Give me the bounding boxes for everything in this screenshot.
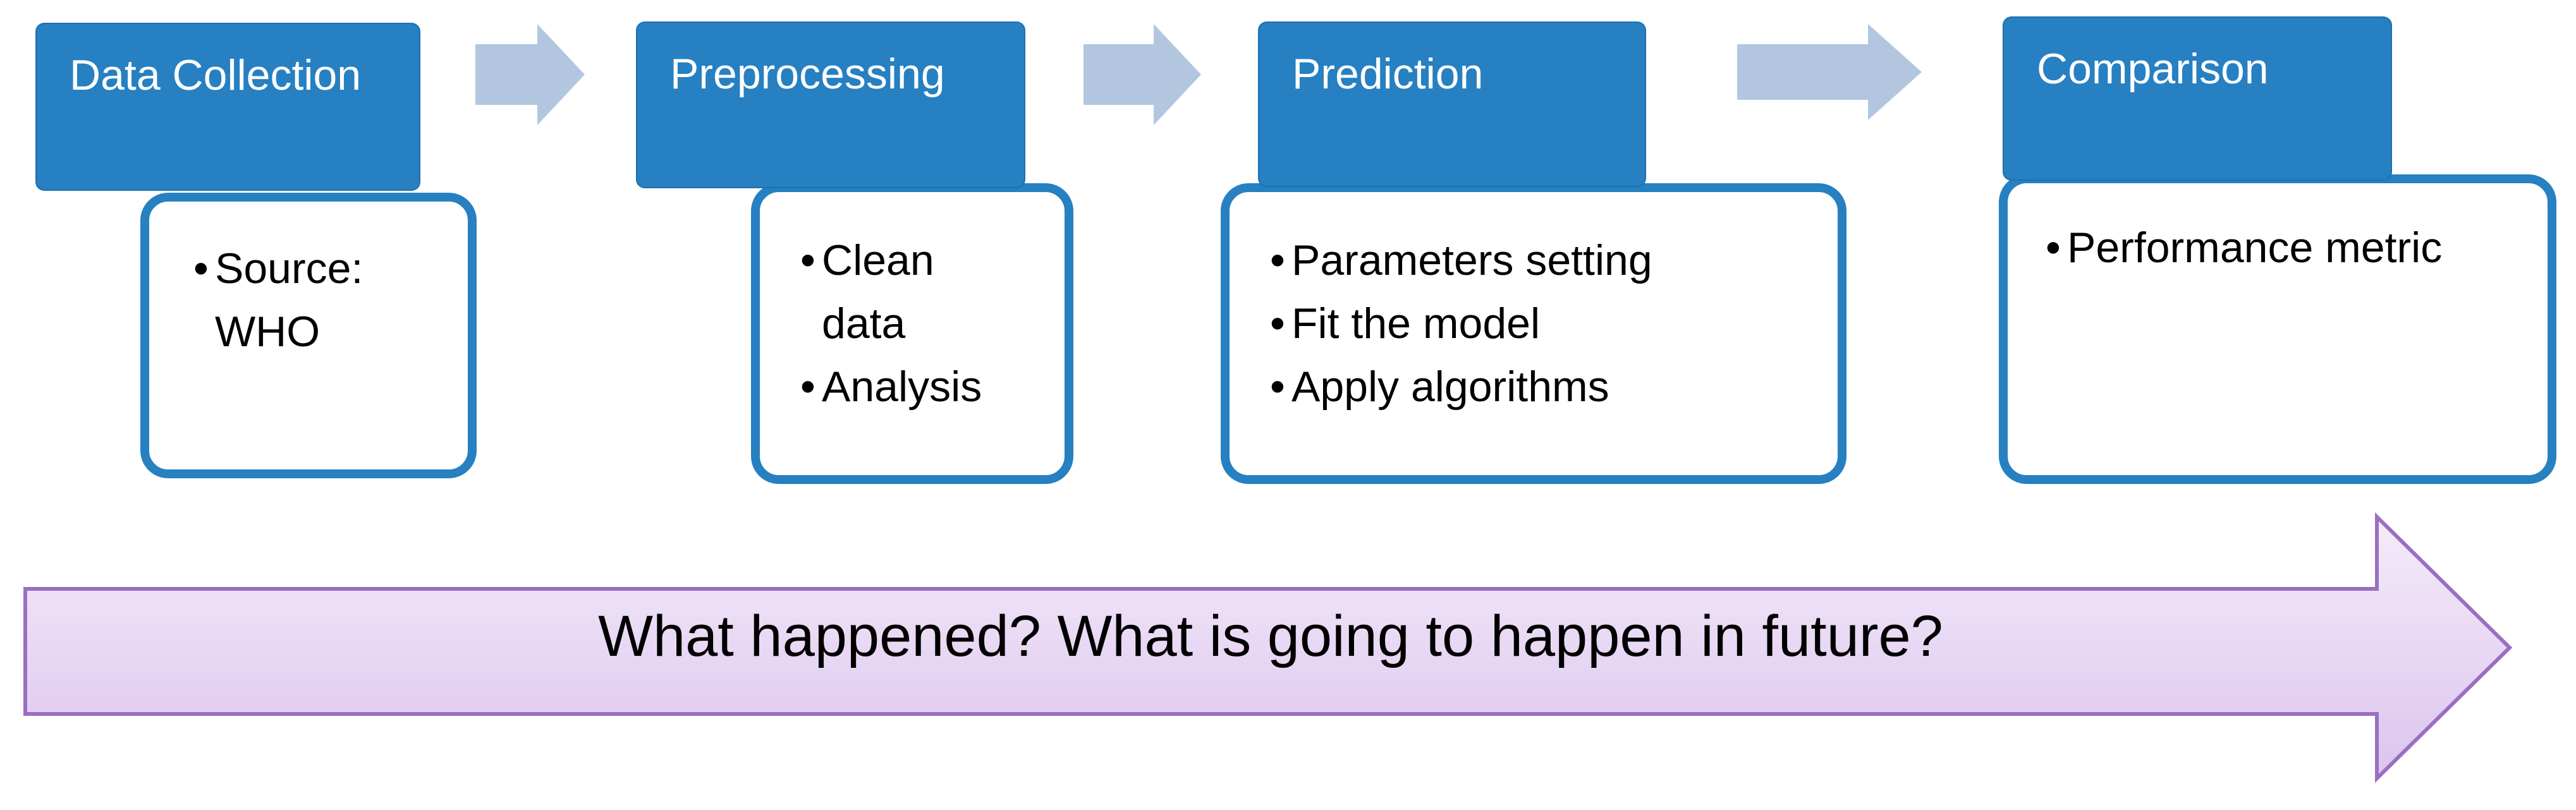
preprocessing-details: Clean data Analysis xyxy=(751,183,1073,484)
step-title: Comparison xyxy=(2037,45,2269,93)
bullet-item: Performance metric xyxy=(2046,216,2548,279)
bullet-item: Source: WHO xyxy=(193,237,424,363)
data-collection-bullet-list: Source: WHO xyxy=(193,237,468,363)
step-title: Data Collection xyxy=(70,51,362,99)
arrow-prediction-to-comparison xyxy=(1737,24,1922,120)
comparison-header: Comparison xyxy=(2004,18,2391,179)
prediction-header: Prediction xyxy=(1259,23,1645,186)
preprocessing-bullet-list: Clean data Analysis xyxy=(800,229,1065,418)
step-title: Prediction xyxy=(1292,50,1484,98)
data-collection-header: Data Collection xyxy=(37,24,419,190)
timeline-arrow-text: What happened? What is going to happen i… xyxy=(598,604,1943,668)
bullet-item: Parameters setting xyxy=(1270,229,1838,292)
arrow-preprocessing-to-prediction xyxy=(1084,24,1201,125)
preprocessing-header: Preprocessing xyxy=(637,23,1024,187)
timeline-arrow xyxy=(23,512,2513,783)
step-title: Preprocessing xyxy=(670,50,945,98)
bullet-item: Clean data xyxy=(800,229,961,355)
comparison-bullet-list: Performance metric xyxy=(2046,216,2548,279)
comparison-details: Performance metric xyxy=(1999,174,2556,484)
bullet-item: Fit the model xyxy=(1270,292,1838,355)
prediction-bullet-list: Parameters setting Fit the model Apply a… xyxy=(1270,229,1838,418)
prediction-details: Parameters setting Fit the model Apply a… xyxy=(1221,183,1847,484)
bullet-item: Apply algorithms xyxy=(1270,355,1838,418)
arrow-collection-to-preprocessing xyxy=(475,24,585,125)
bullet-item: Analysis xyxy=(800,355,1065,418)
data-collection-details: Source: WHO xyxy=(140,193,477,478)
